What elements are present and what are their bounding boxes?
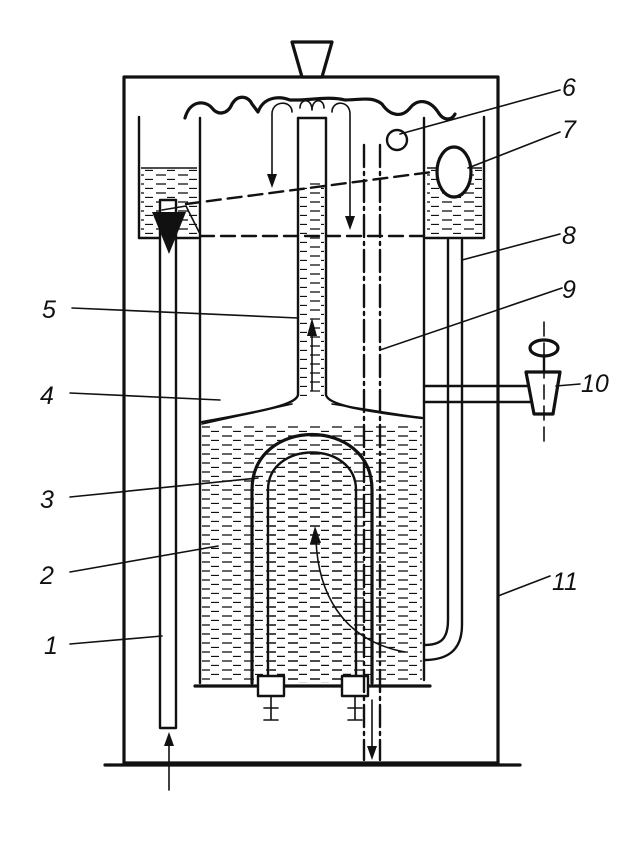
heater-u-outer	[250, 433, 374, 685]
flow-arrow-left-line	[271, 102, 293, 181]
float-ball	[435, 145, 473, 199]
return-pipe-inner	[422, 238, 464, 662]
riser-tube-outer	[200, 116, 300, 424]
inlet-pipe	[158, 198, 178, 730]
heater-u-inner	[266, 451, 358, 685]
top-baffle	[183, 95, 457, 121]
callout-7: 7	[562, 116, 577, 144]
leader-5	[71, 307, 299, 319]
leader-7	[467, 131, 561, 169]
tap-body	[524, 370, 562, 416]
riser-up-arrowhead	[307, 318, 317, 336]
flow-arrowhead-right	[345, 216, 355, 230]
callout-6: 6	[562, 74, 576, 102]
callout-9: 9	[562, 276, 576, 304]
callout-1: 1	[44, 632, 58, 660]
callout-8: 8	[562, 222, 576, 250]
leader-4	[69, 392, 221, 401]
heater-u-core	[270, 457, 354, 683]
callout-5: 5	[42, 296, 56, 324]
callout-11: 11	[552, 568, 578, 596]
leader-3	[69, 477, 259, 498]
return-pipe-outer	[422, 238, 450, 647]
flow-arrowhead-left	[267, 174, 277, 188]
leader-11	[497, 575, 551, 597]
float-valve	[152, 212, 186, 254]
leader-8	[461, 233, 561, 261]
leader-2	[69, 545, 219, 573]
terminal-screw-right	[347, 695, 363, 721]
terminal-screw-left	[263, 695, 279, 721]
leader-1	[69, 635, 163, 645]
float-lever	[184, 170, 434, 206]
leader-6	[399, 89, 561, 135]
flow-arrow-mid	[299, 99, 325, 111]
vent-hole	[385, 128, 409, 152]
callout-3: 3	[40, 486, 54, 514]
circulation-arrow	[315, 539, 406, 653]
leader-9	[379, 287, 563, 351]
callout-10: 10	[581, 370, 609, 398]
heater-terminal-left	[256, 674, 286, 698]
valve-lever	[161, 205, 201, 235]
top-funnel	[290, 40, 334, 79]
inlet-arrowhead	[164, 732, 174, 746]
callout-4: 4	[40, 382, 54, 410]
callout-2: 2	[39, 562, 54, 590]
flow-arrow-right-line	[331, 102, 351, 223]
leader-10	[555, 383, 581, 387]
overflow-arrowhead	[367, 746, 377, 760]
circulation-arrowhead	[310, 526, 321, 544]
riser-tube-outer-right	[324, 116, 424, 420]
